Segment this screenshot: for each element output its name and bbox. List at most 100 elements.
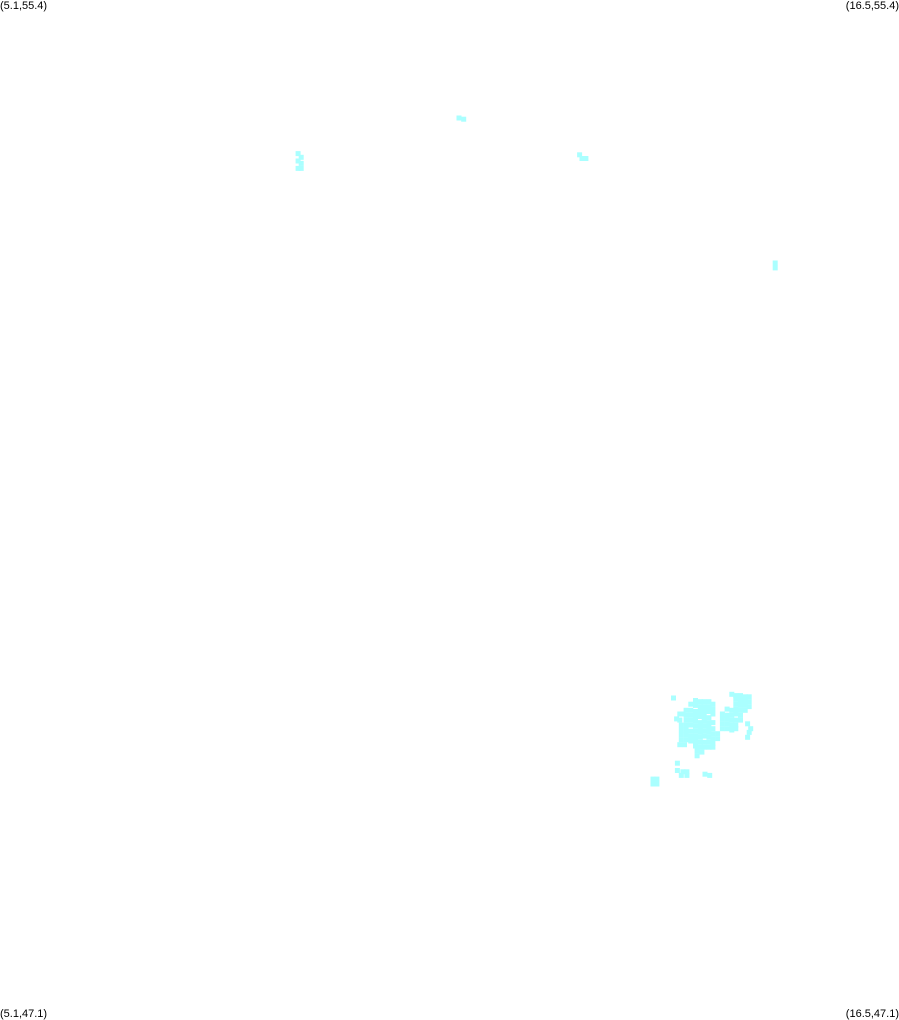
map-cell xyxy=(694,753,700,759)
map-cell xyxy=(688,717,694,723)
map-cell xyxy=(688,738,694,744)
map-cell xyxy=(694,748,700,754)
map-cell xyxy=(583,156,589,161)
map-cell xyxy=(707,772,713,778)
map-cell xyxy=(733,722,739,728)
map-cell xyxy=(772,265,778,271)
map-cell xyxy=(746,704,752,710)
map-cell xyxy=(729,717,735,723)
map-cell xyxy=(677,717,683,723)
corner-label-bottom-right: (16.5,47.1) xyxy=(845,1008,899,1020)
corner-label-top-right: (16.5,55.4) xyxy=(845,0,899,12)
map-cell xyxy=(683,732,689,738)
map-cell xyxy=(697,699,703,705)
map-cell xyxy=(701,744,707,750)
map-cell xyxy=(682,742,687,748)
map-cell xyxy=(688,707,694,713)
map-cell xyxy=(683,712,689,718)
map-cell xyxy=(697,744,703,750)
map-cell xyxy=(701,728,707,734)
map-cell xyxy=(688,701,694,707)
map-cell xyxy=(724,726,730,732)
map-cell xyxy=(697,714,703,719)
map-cell xyxy=(678,737,684,743)
map-cell xyxy=(577,152,583,158)
map-cell xyxy=(733,696,739,702)
map-cell xyxy=(650,776,656,782)
map-cell xyxy=(706,739,712,745)
map-cell xyxy=(678,732,684,738)
map-cell xyxy=(678,727,684,733)
map-cell xyxy=(688,712,694,718)
map-cell xyxy=(702,771,708,777)
map-cell xyxy=(748,726,754,732)
map-cell xyxy=(697,720,703,726)
map-cell xyxy=(706,699,712,705)
map-cell xyxy=(697,729,703,735)
map-cell xyxy=(693,743,698,749)
map-cell xyxy=(677,711,683,717)
map-cell xyxy=(724,712,730,718)
map-cell xyxy=(746,699,752,705)
map-cell xyxy=(729,712,735,718)
map-cell xyxy=(697,704,703,710)
map-cell xyxy=(738,698,743,703)
map-cell xyxy=(654,781,660,787)
map-cell xyxy=(729,727,735,733)
map-cell xyxy=(701,718,707,724)
map-cell xyxy=(733,711,739,717)
map-cell xyxy=(693,723,698,729)
map-cell xyxy=(738,702,743,708)
map-cell xyxy=(680,769,686,775)
map-cell xyxy=(733,717,739,723)
map-cell xyxy=(710,720,716,726)
map-cell xyxy=(688,722,694,728)
map-cell xyxy=(733,726,739,732)
map-cell xyxy=(701,699,707,705)
map-cell xyxy=(697,734,703,740)
map-cell xyxy=(684,769,690,775)
map-cell xyxy=(683,707,689,713)
map-cell xyxy=(701,733,707,739)
map-cell xyxy=(719,716,725,722)
map-cell xyxy=(674,760,680,766)
corner-label-bottom-left: (5.1,47.1) xyxy=(0,1008,48,1020)
map-cell xyxy=(699,749,705,755)
map-cell xyxy=(671,695,676,701)
map-cell xyxy=(677,742,683,748)
map-cell xyxy=(693,702,698,708)
map-cell xyxy=(688,733,694,739)
map-cell xyxy=(701,723,707,729)
map-cell xyxy=(697,725,703,730)
map-cell xyxy=(697,709,703,714)
map-cell xyxy=(710,731,716,737)
corner-label-top-left: (5.1,55.4) xyxy=(0,0,48,12)
map-cell xyxy=(693,718,698,724)
map-cell xyxy=(678,772,684,778)
map-cell xyxy=(701,739,707,745)
map-cell xyxy=(693,714,698,719)
map-cell xyxy=(724,721,730,727)
map-cell xyxy=(295,165,301,171)
map-cell xyxy=(693,728,698,734)
map-cell xyxy=(715,731,721,737)
map-cell xyxy=(746,729,752,735)
map-cell xyxy=(738,712,743,718)
map-cell xyxy=(710,744,716,750)
map-cell xyxy=(746,694,752,700)
map-cell xyxy=(693,698,698,703)
map-cell xyxy=(693,738,698,744)
map-cell xyxy=(742,694,748,700)
map-cell xyxy=(706,734,712,740)
map-cell xyxy=(772,260,778,266)
map-cell xyxy=(298,165,304,171)
map-cell xyxy=(683,722,689,728)
map-cell xyxy=(724,706,730,712)
map-cell xyxy=(719,711,725,717)
map-cell xyxy=(683,737,689,743)
map-cell xyxy=(706,729,712,735)
map-cell xyxy=(715,736,721,742)
map-cell xyxy=(719,726,725,732)
map-cell xyxy=(745,721,751,727)
map-cell xyxy=(298,160,304,166)
